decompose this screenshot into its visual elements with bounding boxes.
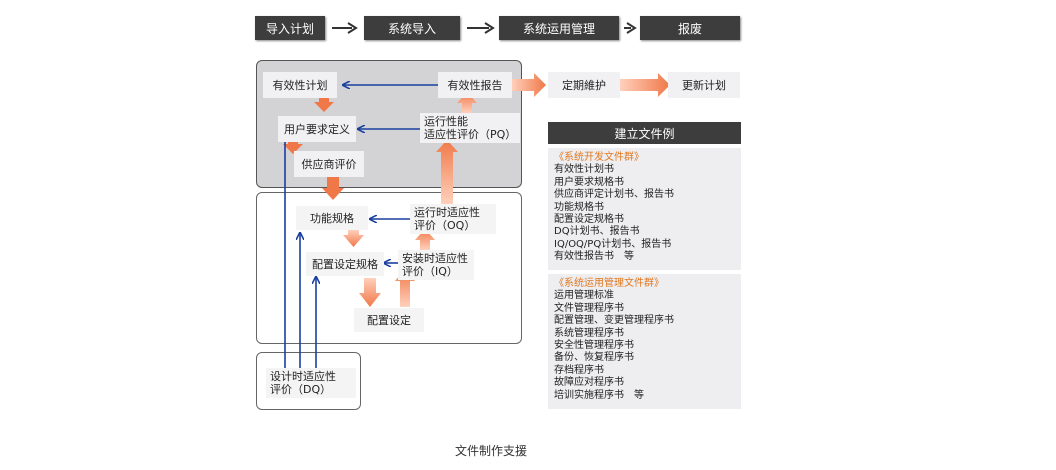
flow-arrow xyxy=(512,73,546,97)
node-validity-report: 有效性报告 xyxy=(438,72,512,98)
node-iq-evaluation: 安装时适应性评价（IQ） xyxy=(398,250,474,280)
doc-item: 有效性报告书 等 xyxy=(554,251,634,263)
flow-arrow xyxy=(620,73,670,97)
flow-arrow xyxy=(415,229,435,250)
doc-group-operation: 《系统运用管理文件群》 运用管理标准 文件管理程序书 配置管理、变更管理程序书 … xyxy=(548,274,741,409)
node-config-setting: 配置设定 xyxy=(354,308,424,332)
node-user-requirements: 用户要求定义 xyxy=(278,116,356,142)
doc-item: 功能规格书 xyxy=(554,201,604,213)
doc-group-heading: 《系统运用管理文件群》 xyxy=(554,278,664,289)
doc-item: 安全性管理程序书 xyxy=(554,340,634,352)
node-functional-spec: 功能规格 xyxy=(296,206,368,230)
flow-arrow xyxy=(322,177,344,200)
doc-item: 供应商评定计划书、报告书 xyxy=(554,189,674,201)
node-validity-plan: 有效性计划 xyxy=(263,72,337,98)
region-build xyxy=(256,192,522,344)
pipeline-arrow xyxy=(332,22,358,34)
node-oq-evaluation: 运行时适应性评价（OQ） xyxy=(410,204,496,234)
pipeline-arrow xyxy=(624,22,637,34)
flow-arrow xyxy=(359,278,381,307)
doc-panel-title: 建立文件例 xyxy=(548,122,741,144)
node-pq-evaluation: 运行性能适应性评价（PQ） xyxy=(420,113,520,143)
node-update-plan: 更新计划 xyxy=(668,72,740,98)
flow-arrow xyxy=(457,92,477,113)
doc-item: 存档程序书 xyxy=(554,364,604,376)
node-supplier-evaluation: 供应商评价 xyxy=(294,151,364,177)
node-dq-evaluation: 设计时适应性评价（DQ） xyxy=(266,368,356,398)
doc-item: 备份、恢复程序书 xyxy=(554,352,634,364)
node-config-spec: 配置设定规格 xyxy=(306,252,384,276)
doc-item: 系统管理程序书 xyxy=(554,327,624,339)
doc-item: 故障应对程序书 xyxy=(554,377,624,389)
pipeline-arrow xyxy=(467,22,495,34)
doc-item: 培训实施程序书 等 xyxy=(554,389,644,401)
figure-caption: 文件制作支援 xyxy=(455,444,528,458)
doc-item: IQ/OQ/PQ计划书、报告书 xyxy=(554,238,672,250)
doc-item: 有效性计划书 xyxy=(554,164,614,176)
stage-system-operation: 系统运用管理 xyxy=(499,16,619,40)
doc-group-heading: 《系统开发文件群》 xyxy=(554,152,644,163)
doc-item: 配置管理、变更管理程序书 xyxy=(554,315,674,327)
flow-arrow xyxy=(343,230,364,247)
doc-item: 用户要求规格书 xyxy=(554,176,624,188)
doc-group-development: 《系统开发文件群》 有效性计划书 用户要求规格书 供应商评定计划书、报告书 功能… xyxy=(548,148,741,270)
doc-item: DQ计划书、报告书 xyxy=(554,226,640,238)
node-periodic-maintenance: 定期維护 xyxy=(548,72,620,98)
region-dq xyxy=(256,352,361,410)
flow-arrow xyxy=(283,138,303,154)
doc-item: 配置设定规格书 xyxy=(554,214,624,226)
stage-disposal: 报废 xyxy=(640,16,740,40)
doc-item: 运用管理标准 xyxy=(554,290,614,302)
doc-item: 文件管理程序书 xyxy=(554,302,624,314)
stage-import-plan: 导入计划 xyxy=(255,16,325,40)
flow-arrow xyxy=(314,98,334,112)
stage-system-import: 系统导入 xyxy=(364,16,460,40)
flow-arrow xyxy=(436,140,458,204)
